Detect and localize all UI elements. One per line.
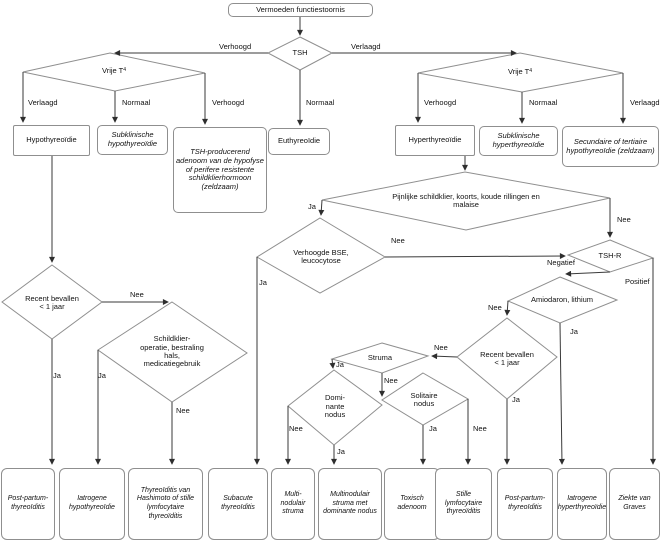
- edge-label-verhoogd: Verhoogd: [424, 98, 457, 107]
- outcome-ziekte-van-graves: Ziekte van Graves: [609, 468, 660, 540]
- vrije-t4-subscript: 4: [123, 67, 127, 74]
- edge-label-nee: Nee: [130, 290, 144, 299]
- edge-amio-ja: [558, 322, 565, 465]
- outcome-multinodulair-struma: Multi-nodulair struma: [271, 468, 315, 540]
- node-tsh-producerend-adenoom: TSH-producerend adenoom van de hypofyse …: [173, 127, 267, 213]
- vrije-t4-text: Vrije T: [101, 65, 124, 75]
- node-subklinische-hypothyreoidie: Subklinische hypothyreoïdie: [97, 125, 168, 155]
- edge-label-ja: Ja: [259, 278, 267, 287]
- decision-pijnlijke-schildklier-label: Pijnlijke schildklier, koorts, koude ril…: [392, 191, 540, 209]
- decision-pijnlijke-schildklier-shape: [321, 171, 611, 231]
- edge-recentr-nee: [431, 353, 458, 360]
- outcome-iatrogene-hyperthyreoidie: Iatrogene hyperthyreoïdie: [557, 468, 607, 540]
- decision-verhoogde-bse-shape: [256, 217, 387, 294]
- edge-label-ja: Ja: [308, 202, 316, 211]
- edge-label-ja: Ja: [570, 327, 578, 336]
- edge-label-normaal: Normaal: [529, 98, 558, 107]
- edge-pijnlijke-ja: [318, 199, 325, 216]
- edge-label-ja: Ja: [336, 360, 344, 369]
- vrije-t4-text: Vrije T: [507, 66, 530, 76]
- edge-label-nee: Nee: [617, 215, 631, 224]
- edge-label-ja: Ja: [98, 371, 106, 380]
- edge-struma-ja: [329, 358, 336, 369]
- edge-label-normaal: Normaal: [306, 98, 335, 107]
- edge-label-normaal: Normaal: [122, 98, 151, 107]
- node-start: Vermoeden functiestoornis: [228, 3, 373, 17]
- edge-tshr-negatief: [565, 270, 611, 277]
- decision-tsh-r-label: TSH-R: [598, 250, 622, 260]
- outcome-stille-lymfocytaire-thyreoiditis: Stille lymfocytaire thyreoïditis: [435, 468, 492, 540]
- edge-label-nee: Nee: [289, 424, 303, 433]
- node-euthyreoidie: Euthyreoïdie: [268, 128, 330, 155]
- edge-label-verhoogd: Verhoogd: [212, 98, 245, 107]
- outcome-post-partum-thyreoiditis-left: Post-partum-thyreoïditis: [1, 468, 55, 540]
- edge-label-ja: Ja: [512, 395, 520, 404]
- edge-label-ja: Ja: [337, 447, 345, 456]
- node-subklinische-hyperthyreoidie: Subklinische hyperthyreoïdie: [479, 126, 558, 156]
- edge-label-nee: Nee: [434, 343, 448, 352]
- decision-recent-bevallen-left-label: Recent bevallen < 1 jaar: [25, 293, 79, 311]
- edge-label-nee: Nee: [473, 424, 487, 433]
- edge-label-negatief: Negatief: [547, 258, 575, 267]
- node-secundaire-tertiaire: Secundaire of tertiaire hypothyreoïdie (…: [562, 126, 659, 167]
- decision-recent-bevallen-right-label: Recent bevallen < 1 jaar: [480, 349, 534, 367]
- outcome-subacute-thyreoiditis: Subacute thyreoïditis: [208, 468, 268, 540]
- decision-solitaire-nodus-label: Solitaire nodus: [410, 390, 438, 408]
- edge-label-verlaagd: Verlaagd: [630, 98, 660, 107]
- edge-bse-nee: [384, 253, 566, 260]
- edge-label-ja: Ja: [429, 424, 437, 433]
- decision-amiodaron-label: Amiodaron, lithium: [530, 294, 594, 304]
- edge-label-nee: Nee: [391, 236, 405, 245]
- edge-amio-nee: [504, 300, 511, 316]
- decision-struma-label: Struma: [367, 352, 393, 362]
- outcome-hashimoto-stille-lymfocytaire: Thyreoïditis van Hashimoto of stille lym…: [128, 468, 203, 540]
- node-hypothyreoidie: Hypothyreoïdie: [13, 125, 90, 156]
- edge-label-nee: Nee: [488, 303, 502, 312]
- decision-verhoogde-bse-label: Verhoogde BSE, leucocytose: [293, 247, 349, 265]
- edge-label-ja: Ja: [53, 371, 61, 380]
- outcome-iatrogene-hypothyreoidie: Iatrogene hypothyreoïdie: [59, 468, 125, 540]
- outcome-post-partum-thyreoiditis-right: Post-partum-thyreoïditis: [497, 468, 553, 540]
- decision-dominante-nodus-label: Domi­nante nodus: [324, 393, 346, 420]
- decision-tsh-label: TSH: [292, 47, 308, 57]
- edge-label-nee: Nee: [176, 406, 190, 415]
- edge-label-nee: Nee: [384, 376, 398, 385]
- node-hyperthyreoidie: Hyperthyreoïdie: [395, 125, 475, 156]
- decision-schildklier-operatie-label: Schildklier-operatie, bestraling hals, m…: [140, 334, 204, 369]
- edge-label-verlaagd: Verlaagd: [28, 98, 58, 107]
- edge-label-verlaagd: Verlaagd: [351, 42, 381, 51]
- outcome-multinodulair-struma-dominante-nodus: Multinodulair struma met dominante nodus: [318, 468, 382, 540]
- edge-label-positief: Positief: [625, 277, 650, 286]
- outcome-toxisch-adenoom: Toxisch adenoom: [384, 468, 440, 540]
- vrije-t4-subscript: 4: [529, 68, 533, 75]
- edge-label-verhoogd: Verhoogd: [219, 42, 252, 51]
